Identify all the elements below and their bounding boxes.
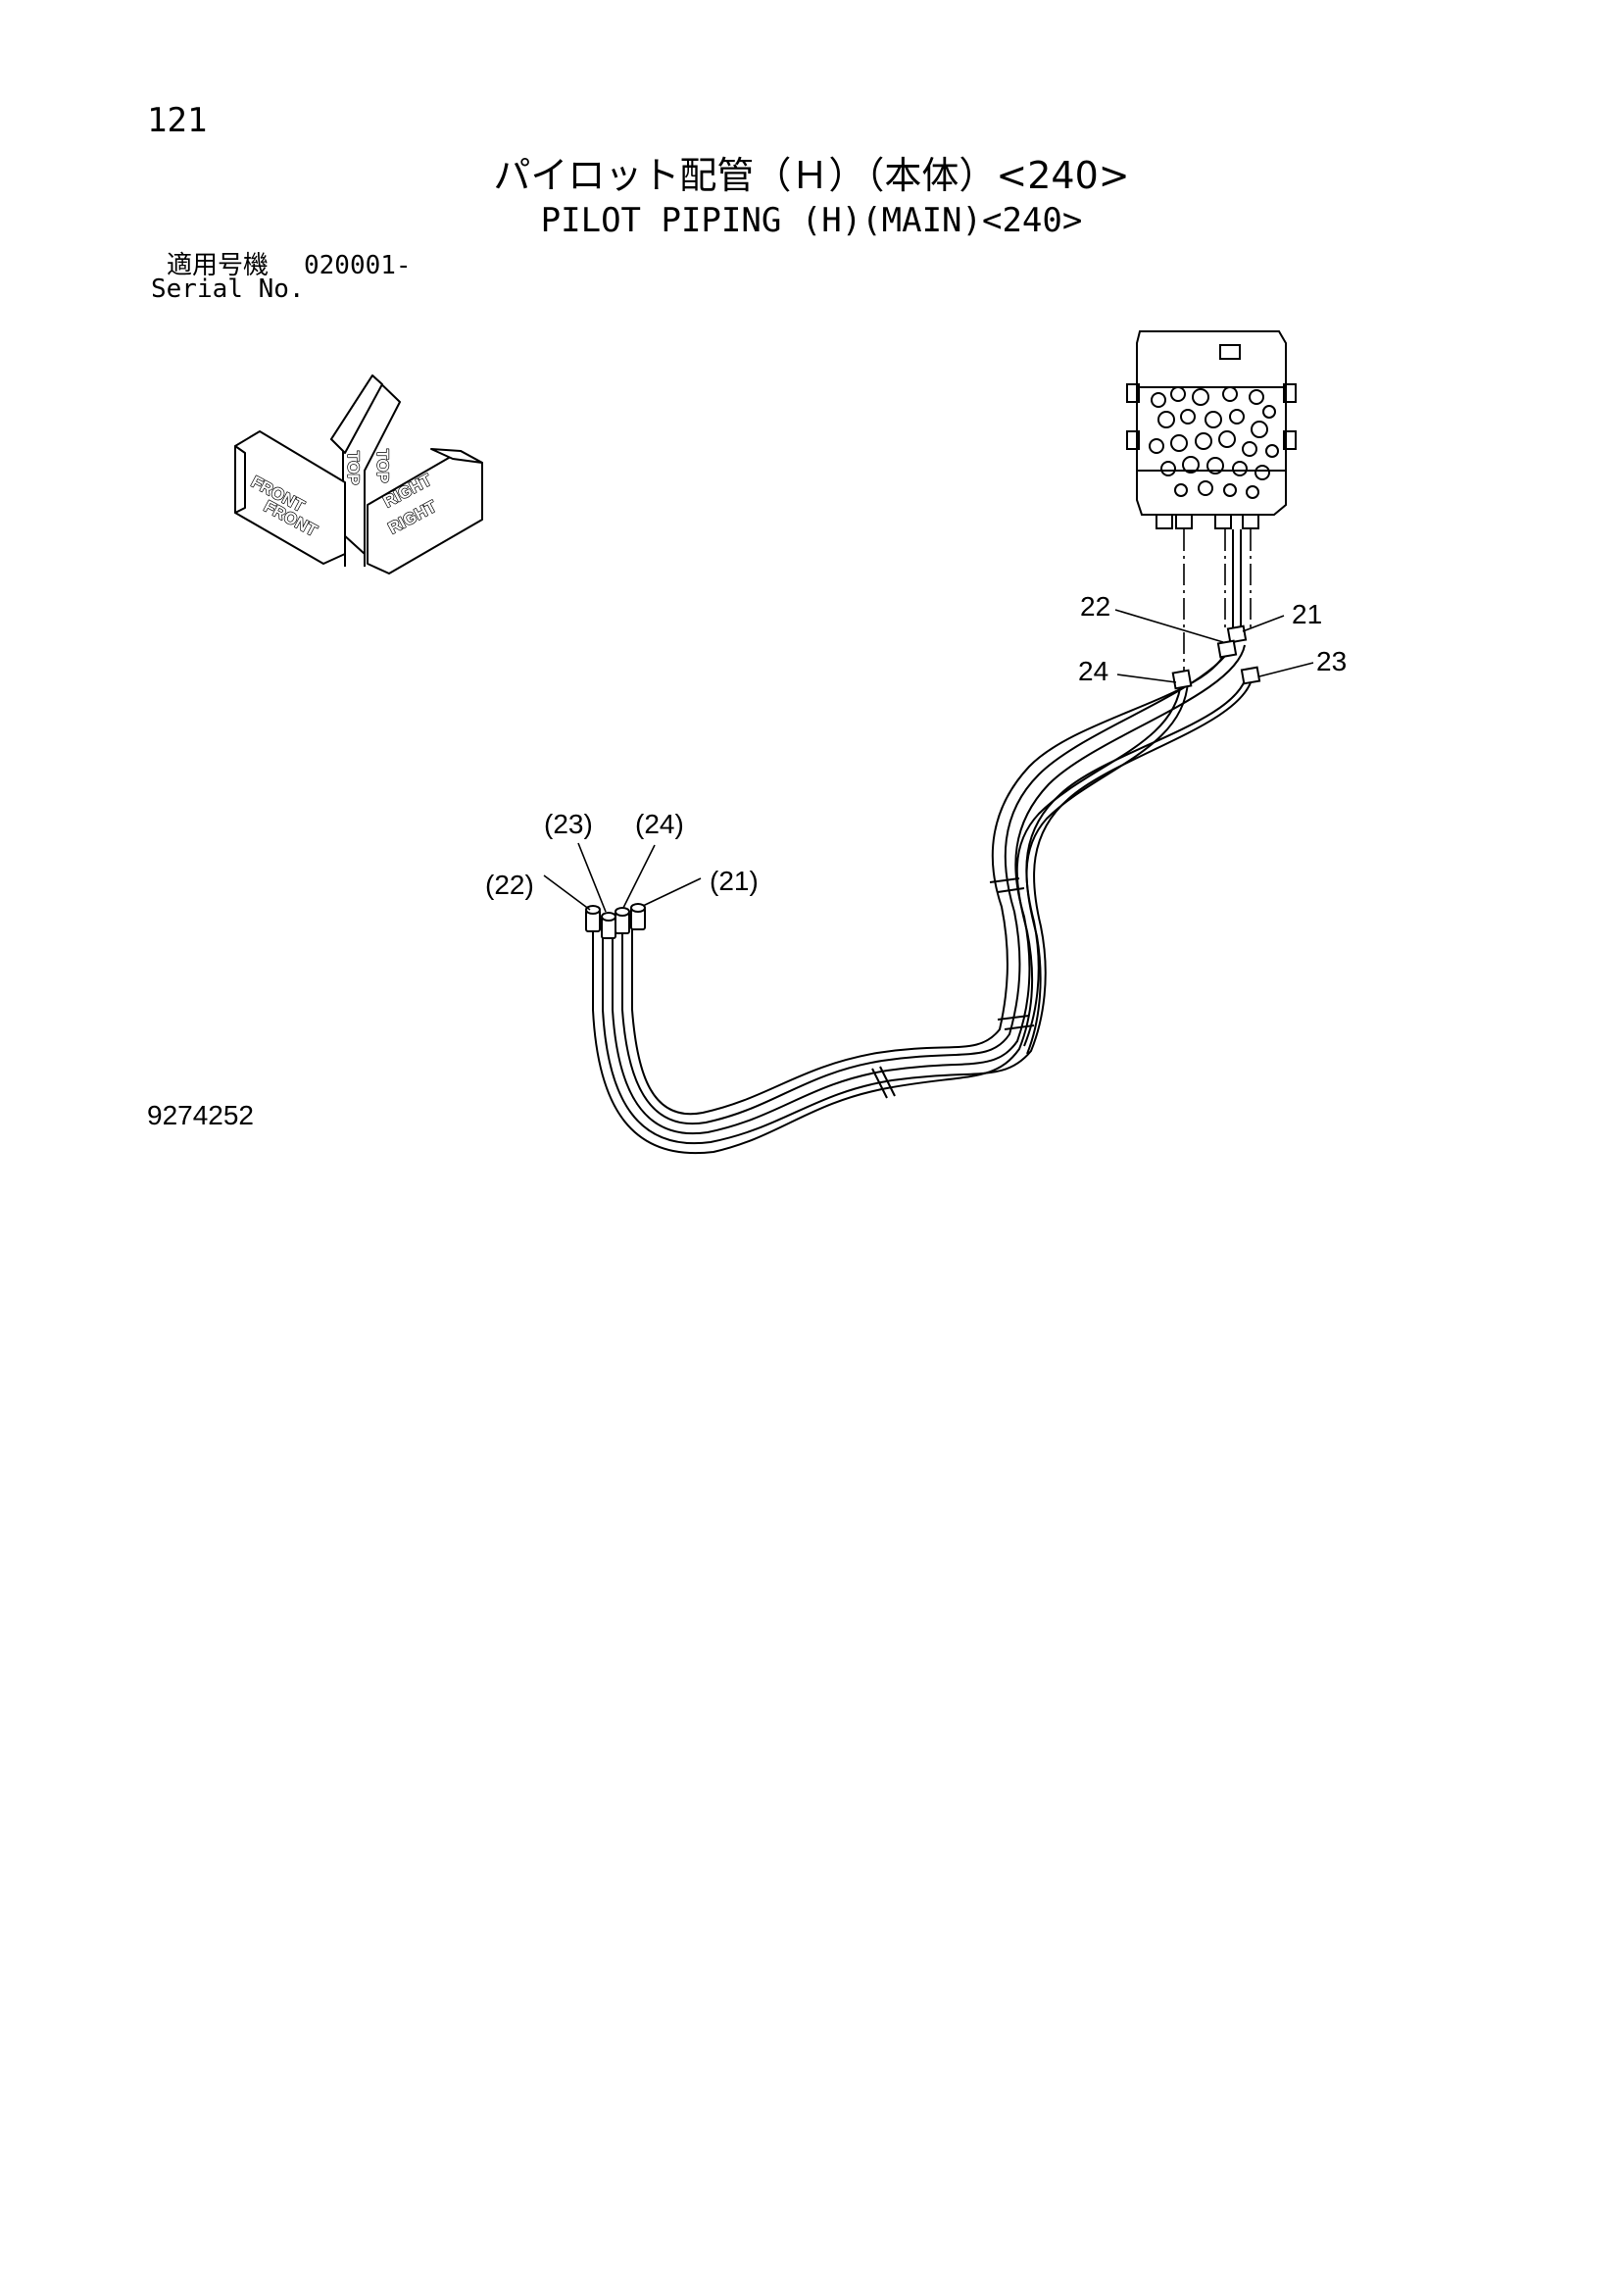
- callout-ref-21: (21): [710, 866, 759, 896]
- serial-value: 020001-: [304, 251, 412, 280]
- orientation-top-label: TOP: [344, 451, 363, 485]
- fitting-23: [1240, 666, 1261, 685]
- vertical-hose-stubs: [1232, 529, 1242, 637]
- callout-22: 22: [1080, 591, 1110, 622]
- center-lines: [1183, 529, 1252, 676]
- valve-end-fittings: [1171, 624, 1261, 690]
- serial-label-japanese: 適用号機: [167, 251, 270, 280]
- valve-ports: [1149, 386, 1279, 499]
- callout-ref-22: (22): [485, 870, 534, 900]
- fitting-22: [1216, 639, 1238, 659]
- orientation-indicator: FRONT FRONT TOP TOP RIGHT RIGHT: [234, 374, 483, 574]
- hose-clamps: [871, 877, 1035, 1099]
- hose-bundle: [592, 634, 1254, 1155]
- pilot-valve-block: [1126, 330, 1297, 529]
- serial-label-english: Serial No.: [151, 275, 305, 304]
- hose-21: [621, 634, 1238, 1125]
- page-number: 121: [147, 101, 208, 140]
- callout-23: 23: [1316, 646, 1347, 676]
- callout-24: 24: [1078, 656, 1108, 686]
- title-japanese: パイロット配管（Ｈ）（本体）<240>: [493, 154, 1130, 197]
- fitting-24: [1171, 669, 1193, 690]
- drawing-number: 9274252: [147, 1100, 255, 1130]
- orientation-top-label-2: TOP: [373, 449, 392, 483]
- hose-24: [592, 680, 1182, 1155]
- free-end-fittings: [585, 903, 646, 939]
- hose-23: [602, 675, 1254, 1145]
- callout-ref-23: (23): [544, 809, 593, 839]
- leader-lines: [543, 609, 1314, 913]
- callout-21: 21: [1292, 599, 1322, 629]
- callout-ref-24: (24): [635, 809, 684, 839]
- hose-22: [631, 646, 1228, 1116]
- fitting-21: [1226, 624, 1248, 644]
- title-english: PILOT PIPING (H)(MAIN)<240>: [540, 201, 1083, 240]
